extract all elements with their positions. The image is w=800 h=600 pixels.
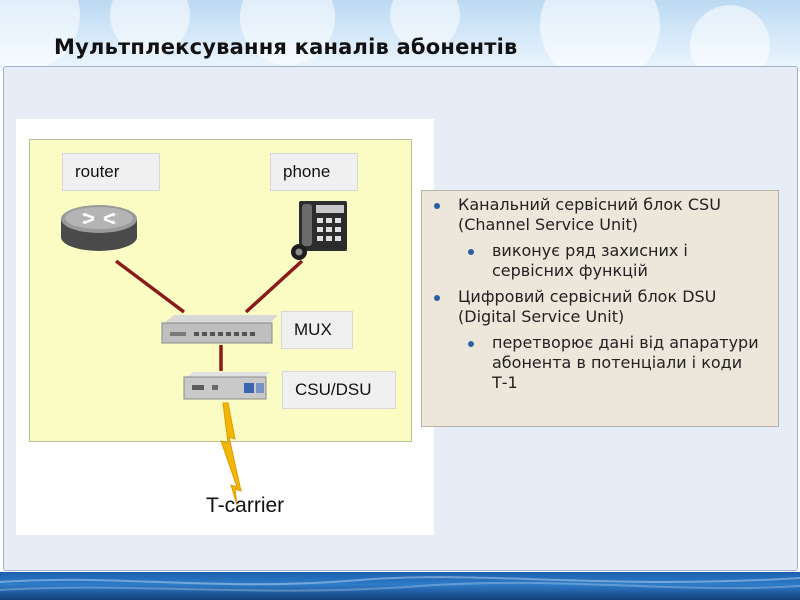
router-icon — [61, 205, 137, 251]
mux-device-icon — [161, 315, 278, 344]
bullet-dot-icon — [468, 249, 474, 255]
router-mux-link — [114, 259, 186, 314]
bullet-box: Канальний сервісний блок CSU (Channel Se… — [421, 190, 779, 427]
bullet-item-csu: Канальний сервісний блок CSU (Channel Se… — [422, 195, 770, 235]
phone-label: phone — [270, 153, 358, 191]
slide-title: Мультплексування каналів абонентів — [54, 35, 518, 59]
csu-dsu-device-icon — [183, 372, 270, 400]
footer-wave-graphic — [0, 576, 800, 592]
bullet-text-csu: Канальний сервісний блок CSU (Channel Se… — [458, 195, 721, 234]
phone-mux-link — [244, 259, 304, 314]
router-label: router — [62, 153, 160, 191]
lightning-icon — [220, 402, 242, 506]
csu-dsu-label: CSU/DSU — [282, 371, 396, 409]
mux-label: MUX — [281, 311, 353, 349]
bullet-list: Канальний сервісний блок CSU (Channel Se… — [422, 195, 770, 393]
sub-bullet-item-csu: виконує ряд захисних і сервісних функцій — [422, 241, 770, 281]
t-carrier-label: T-carrier — [206, 494, 285, 517]
bullet-text-dsu: Цифровий сервісний блок DSU (Digital Ser… — [458, 287, 717, 326]
footer-background — [0, 572, 800, 600]
bullet-item-dsu: Цифровий сервісний блок DSU (Digital Ser… — [422, 287, 770, 327]
header-background — [0, 0, 800, 72]
bullet-dot-icon — [434, 295, 440, 301]
sub-bullet-text-csu: виконує ряд захисних і сервісних функцій — [492, 241, 688, 280]
sub-bullet-text-dsu: перетворює дані від апаратури абонента в… — [492, 333, 759, 392]
bullet-dot-icon — [468, 341, 474, 347]
sub-bullet-item-dsu: перетворює дані від апаратури абонента в… — [422, 333, 770, 393]
phone-icon — [291, 201, 347, 260]
bullet-dot-icon — [434, 203, 440, 209]
diagram-graphics — [61, 201, 347, 506]
network-diagram: router phone MUX CSU/DSU — [16, 119, 434, 535]
